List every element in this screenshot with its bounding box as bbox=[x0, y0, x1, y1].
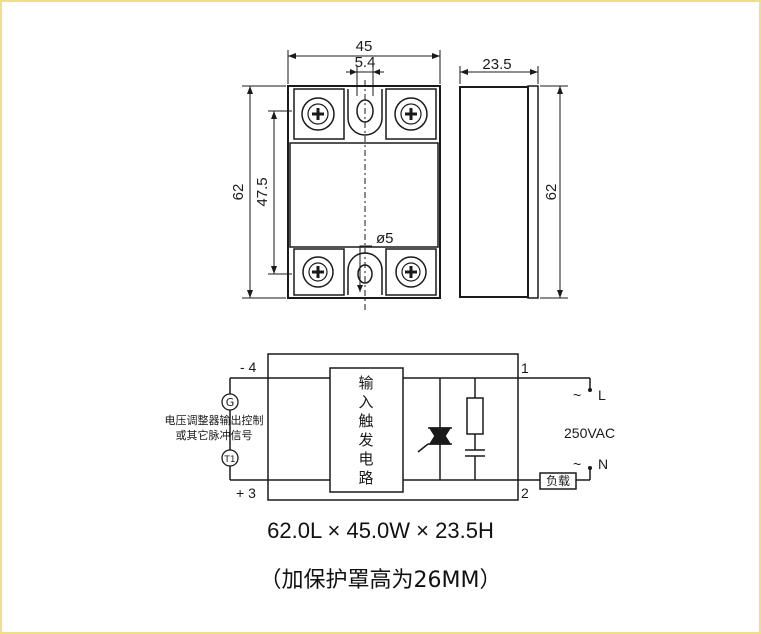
screw-icon bbox=[302, 256, 334, 288]
tilde-L: ~ bbox=[573, 387, 581, 403]
voltage-label: 250VAC bbox=[564, 425, 615, 441]
dim-height-left: 62 bbox=[230, 184, 247, 201]
terminal-1-label: 1 bbox=[521, 360, 529, 376]
load-label: 负载 bbox=[546, 474, 570, 488]
circuit-char-1: 输 bbox=[358, 374, 373, 392]
schematic bbox=[229, 353, 591, 501]
mount-slot-bottom bbox=[347, 252, 383, 295]
terminal-dot-N bbox=[588, 466, 592, 470]
t1-label: T1 bbox=[223, 455, 235, 465]
relay-body-side bbox=[459, 86, 529, 298]
input-trigger-circuit-box bbox=[329, 367, 404, 493]
dim-hole-diameter: ø5 bbox=[376, 230, 394, 247]
resistor-icon bbox=[466, 397, 484, 435]
screw-icon bbox=[394, 97, 428, 131]
terminal-4-label: - 4 bbox=[240, 359, 257, 375]
circuit-char-3: 触 bbox=[358, 412, 373, 430]
dim-width: 45 bbox=[356, 38, 373, 55]
t1-terminal-icon bbox=[221, 449, 239, 467]
screw-icon bbox=[301, 97, 335, 131]
cover-note-caption: （加保护罩高为26MM） bbox=[259, 568, 502, 593]
terminal-block-bottom-right bbox=[385, 248, 437, 296]
dim-mount-spacing: 47.5 bbox=[254, 177, 271, 206]
front-view bbox=[287, 80, 441, 310]
relay-outline bbox=[267, 353, 519, 501]
side-view bbox=[459, 85, 539, 299]
terminal-2-label: 2 bbox=[521, 485, 529, 501]
dim-depth: 23.5 bbox=[482, 56, 511, 73]
tilde-N: ~ bbox=[573, 456, 581, 472]
N-label: N bbox=[598, 456, 608, 472]
signal-note-line1: 电压调整器输出控制 bbox=[165, 413, 264, 427]
circuit-char-6: 路 bbox=[358, 469, 373, 487]
label-panel bbox=[289, 142, 439, 248]
relay-body-front bbox=[287, 85, 441, 299]
load-box bbox=[539, 472, 577, 490]
terminal-block-bottom-left bbox=[293, 248, 345, 296]
screw-icon bbox=[395, 256, 427, 288]
dimension-lines-side bbox=[459, 66, 568, 299]
terminal-dot-L bbox=[588, 388, 592, 392]
circuit-char-4: 发 bbox=[358, 431, 373, 449]
signal-note-line2: 或其它脉冲信号 bbox=[176, 428, 253, 442]
g-label: G bbox=[226, 396, 235, 409]
terminal-block-top-right bbox=[385, 88, 437, 140]
relay-base-side bbox=[527, 85, 539, 299]
g-terminal-icon bbox=[221, 393, 239, 411]
terminal-block-top-left bbox=[293, 88, 345, 140]
triac-icon bbox=[417, 426, 452, 453]
circuit-char-5: 电 bbox=[358, 450, 373, 468]
terminal-3-label: + 3 bbox=[236, 485, 256, 501]
circuit-char-2: 入 bbox=[358, 393, 373, 411]
mount-slot-top bbox=[347, 89, 383, 136]
L-label: L bbox=[598, 387, 606, 403]
dim-height-side: 62 bbox=[543, 184, 560, 201]
dimension-lines-front bbox=[242, 50, 441, 299]
dim-hole-spacing: 5.4 bbox=[355, 54, 376, 71]
size-caption: 62.0L × 45.0W × 23.5H bbox=[267, 518, 494, 543]
